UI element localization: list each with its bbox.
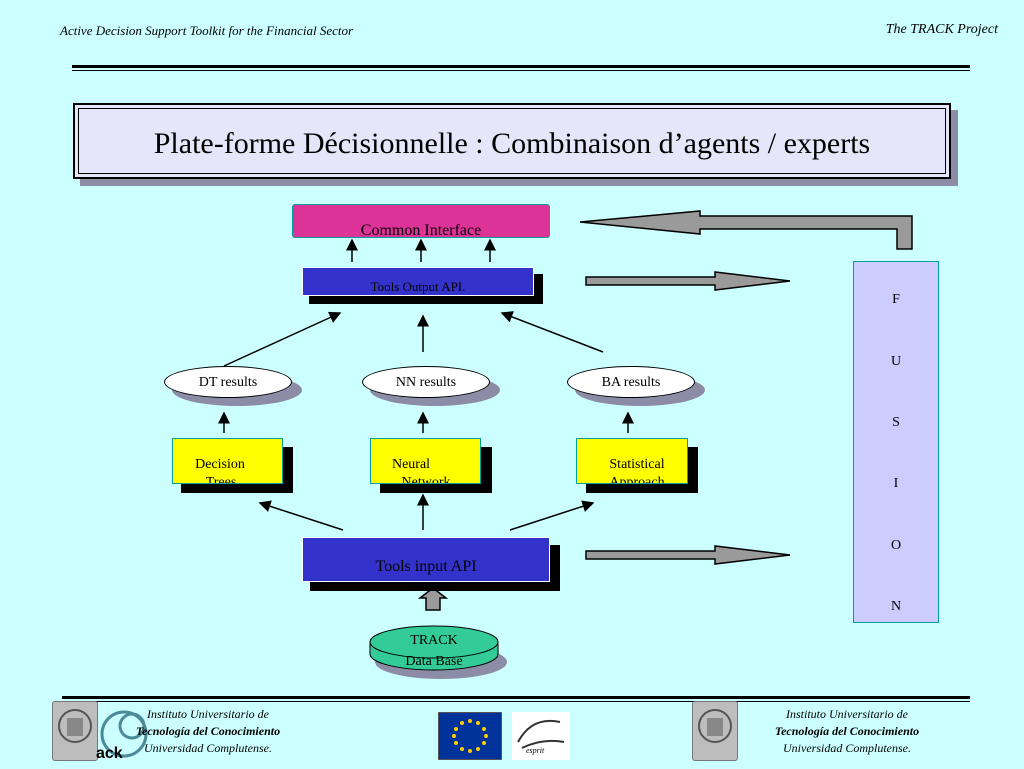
fusion-letter: I	[893, 476, 899, 491]
feedback-arrow	[579, 210, 913, 250]
output-to-fusion-arrow	[585, 271, 791, 291]
ba-results-ellipse: BA results	[567, 366, 695, 398]
header-rule-thin	[72, 70, 970, 71]
dt-results-label: DT results	[198, 375, 258, 390]
statistical-label-2: Approach	[609, 475, 665, 484]
decision-trees-label-1: Decision	[195, 457, 245, 472]
tools-output-label: Tools Output API.	[370, 279, 466, 294]
tools-input-label: Tools input API	[375, 558, 477, 575]
footer-left-text: Instituto Universitario de Tecnología de…	[135, 707, 281, 755]
fusion-letter: O	[890, 538, 902, 553]
decision-trees-label-2: Trees	[205, 475, 237, 484]
university-seal-icon	[692, 701, 738, 761]
esprit-label: esprit	[526, 746, 545, 755]
header-rule	[72, 65, 970, 68]
nn-results-ellipse: NN results	[362, 366, 490, 398]
fusion-letter: S	[892, 415, 900, 430]
database-cylinder	[369, 625, 507, 679]
neural-network-label-2: Network	[401, 475, 451, 484]
esprit-logo-icon: esprit	[512, 712, 570, 760]
fusion-box: F U S I O N	[853, 261, 939, 623]
fusion-letter: N	[890, 599, 902, 614]
neural-network-label-1: Neural	[391, 457, 431, 472]
tools-output-api-box: Tools Output API.	[302, 267, 534, 296]
fusion-letter: U	[890, 354, 902, 369]
database-label-1: TRACK	[410, 633, 458, 648]
header-left: Active Decision Support Toolkit for the …	[60, 23, 354, 38]
eu-flag-icon	[438, 712, 502, 760]
fusion-letter: F	[892, 292, 900, 307]
database-label-2: Data Base	[405, 654, 463, 668]
footer-right-text: Instituto Universitario de Tecnología de…	[774, 707, 920, 755]
university-seal-icon	[52, 701, 98, 761]
footer-rule	[62, 696, 970, 699]
track-logo-icon	[96, 704, 156, 764]
footer-rule-thin	[62, 701, 970, 702]
title-box: Plate-forme Décisionnelle : Combinaison …	[73, 103, 951, 179]
tools-input-api-box: Tools input API	[302, 537, 550, 582]
common-interface-label: Common Interface	[360, 222, 482, 239]
page-title: Plate-forme Décisionnelle : Combinaison …	[153, 127, 871, 160]
neural-network-box: Neural Network	[370, 438, 481, 484]
header-right: The TRACK Project	[885, 22, 998, 37]
input-to-fusion-arrow	[585, 545, 791, 565]
dt-results-ellipse: DT results	[164, 366, 292, 398]
ba-results-label: BA results	[601, 375, 661, 390]
track-logo-text: ack	[96, 745, 123, 762]
statistical-approach-box: Statistical Approach	[576, 438, 688, 484]
decision-trees-box: Decision Trees	[172, 438, 283, 484]
nn-results-label: NN results	[395, 375, 457, 390]
db-to-input-arrow	[417, 587, 449, 611]
statistical-label-1: Statistical	[609, 457, 665, 472]
common-interface-box: Common Interface	[292, 204, 550, 239]
